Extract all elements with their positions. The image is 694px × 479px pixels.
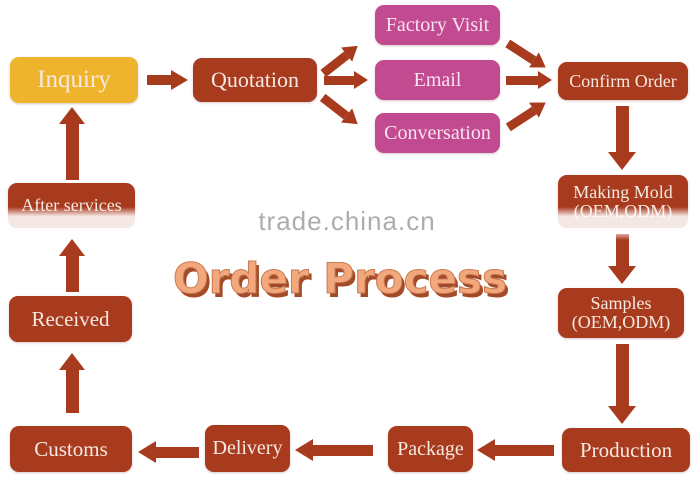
arrow-shaft bbox=[495, 444, 554, 456]
node-email: Email bbox=[375, 60, 500, 100]
arrow-email-to-confirm-order bbox=[506, 71, 552, 89]
arrow-samples-to-production bbox=[608, 344, 636, 424]
node-label-line1: Making Mold bbox=[573, 181, 673, 202]
node-label-line2: (OEM,ODM) bbox=[571, 312, 671, 332]
arrow-head bbox=[477, 439, 495, 461]
node-label: Quotation bbox=[211, 67, 299, 93]
arrow-shaft bbox=[65, 370, 79, 413]
node-label: Confirm Order bbox=[569, 70, 677, 91]
arrow-shaft bbox=[615, 106, 629, 152]
arrow-received-to-after-services bbox=[59, 239, 85, 292]
arrow-shaft bbox=[505, 106, 537, 131]
node-label: Inquiry bbox=[37, 65, 111, 93]
node-label: Package bbox=[397, 437, 464, 460]
arrow-head bbox=[295, 439, 313, 461]
node-label: Delivery bbox=[212, 437, 283, 459]
arrow-shaft bbox=[65, 124, 79, 180]
node-label: Received bbox=[31, 306, 110, 331]
arrow-head bbox=[59, 239, 85, 256]
arrow-shaft bbox=[615, 234, 629, 266]
arrow-head bbox=[138, 441, 156, 463]
diagram-title: Order Process bbox=[172, 254, 508, 304]
arrow-head bbox=[608, 406, 636, 424]
node-label: Customs bbox=[34, 436, 108, 461]
arrow-shaft bbox=[147, 75, 171, 85]
node-label: Factory Visit bbox=[385, 13, 490, 36]
arrow-head bbox=[538, 71, 552, 89]
arrow-customs-to-received bbox=[59, 353, 85, 413]
arrow-shaft bbox=[320, 93, 350, 120]
node-samples: Samples (OEM,ODM) bbox=[558, 288, 684, 338]
arrow-inquiry-to-quotation bbox=[147, 70, 188, 90]
node-label: Conversation bbox=[384, 121, 491, 144]
arrow-head bbox=[608, 266, 636, 284]
watermark-text: trade.china.cn bbox=[258, 206, 436, 236]
arrow-head bbox=[59, 107, 85, 124]
arrow-package-to-delivery bbox=[295, 439, 373, 461]
arrow-quotation-to-conversation bbox=[317, 90, 364, 132]
node-label: Production bbox=[579, 437, 673, 462]
arrow-head bbox=[171, 70, 188, 90]
arrow-conversation-to-confirm-order bbox=[503, 94, 551, 135]
node-customs: Customs bbox=[10, 426, 132, 472]
watermark-band bbox=[0, 207, 694, 240]
arrow-confirm-order-to-making-mold bbox=[608, 106, 636, 170]
arrow-shaft bbox=[313, 444, 373, 456]
node-package: Package bbox=[388, 426, 473, 472]
node-confirm-order: Confirm Order bbox=[558, 62, 688, 100]
arrow-after-services-to-inquiry bbox=[59, 107, 85, 180]
arrow-shaft bbox=[505, 39, 537, 64]
arrow-head bbox=[608, 152, 636, 170]
arrow-shaft bbox=[65, 256, 79, 292]
node-quotation: Quotation bbox=[193, 58, 317, 102]
arrow-shaft bbox=[615, 344, 629, 406]
arrow-head bbox=[59, 353, 85, 370]
node-label-line1: Samples bbox=[590, 293, 652, 314]
arrow-making-mold-to-samples bbox=[608, 234, 636, 284]
arrow-delivery-to-customs bbox=[138, 441, 199, 463]
arrow-shaft bbox=[324, 75, 354, 85]
node-factory-visit: Factory Visit bbox=[375, 5, 500, 45]
node-inquiry: Inquiry bbox=[10, 57, 138, 103]
arrow-quotation-to-email bbox=[324, 71, 368, 89]
node-conversation: Conversation bbox=[375, 113, 500, 153]
arrow-shaft bbox=[506, 75, 538, 85]
node-production: Production bbox=[562, 428, 690, 472]
arrow-shaft bbox=[156, 446, 199, 458]
arrow-factory-visit-to-confirm-order bbox=[503, 35, 551, 76]
arrow-production-to-package bbox=[477, 439, 554, 461]
node-delivery: Delivery bbox=[205, 425, 290, 472]
node-label: Email bbox=[413, 68, 462, 91]
arrow-head bbox=[354, 71, 368, 89]
node-received: Received bbox=[9, 296, 132, 342]
